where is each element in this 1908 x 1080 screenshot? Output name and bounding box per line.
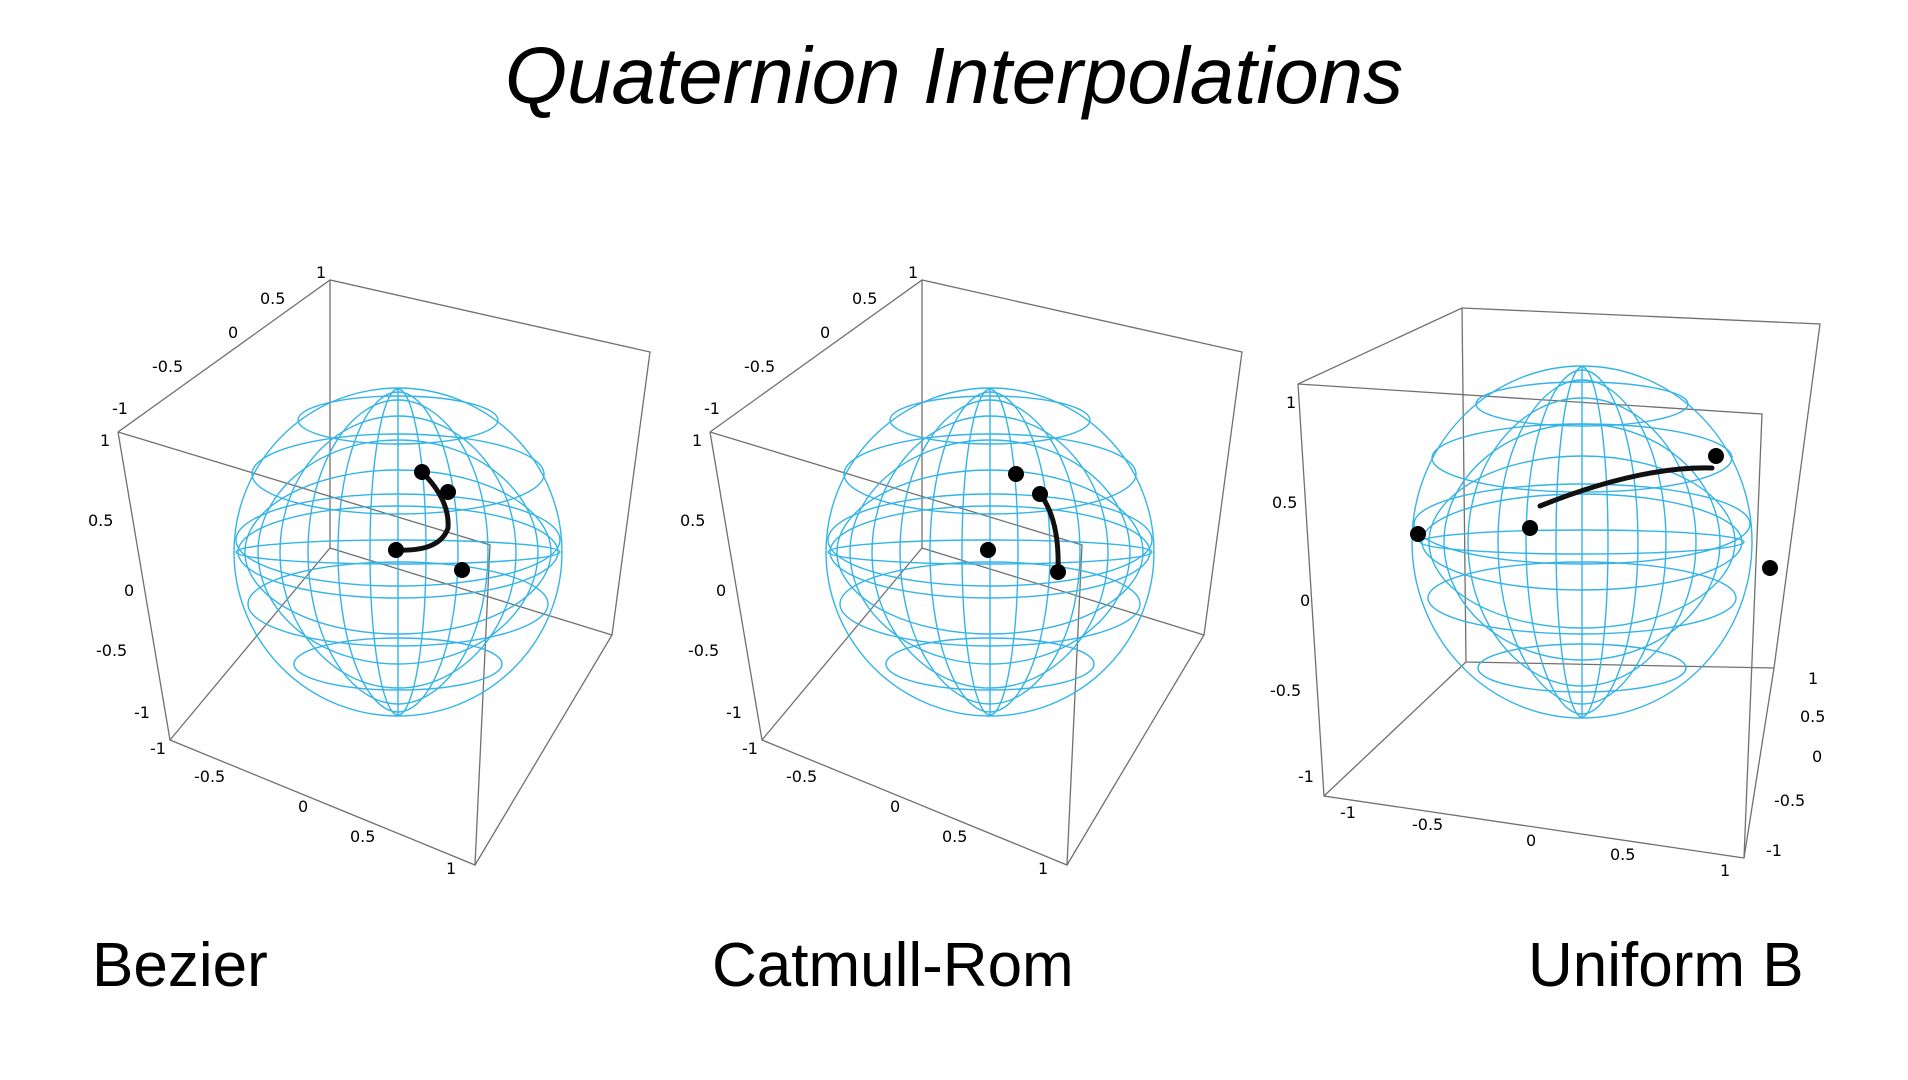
right-tick-label: 0.5 xyxy=(1800,707,1825,726)
bounding-box xyxy=(117,279,651,866)
bottom-tick-label: 1 xyxy=(1038,859,1048,878)
back-tick-label: -0.5 xyxy=(152,357,183,376)
left-tick-label: 1 xyxy=(692,431,702,450)
bottom-tick-label: -0.5 xyxy=(1412,815,1443,834)
back-tick-label: 1 xyxy=(316,263,326,282)
bottom-tick-label: 0.5 xyxy=(350,827,375,846)
control-point xyxy=(980,542,996,558)
bottom-tick-label: -1 xyxy=(742,739,758,758)
left-tick-label: 0.5 xyxy=(1272,493,1297,512)
left-tick-label: -1 xyxy=(726,703,742,722)
panel-label-uniform-b: Uniform B xyxy=(1528,931,1804,1000)
control-point xyxy=(1032,486,1048,502)
wireframe-sphere xyxy=(233,387,563,717)
tick-labels: 1 0.5 0 -0.5 -1 1 0.5 0 -0.5 -1 -1 -0.5 … xyxy=(680,263,1048,878)
back-tick-label: -0.5 xyxy=(744,357,775,376)
interpolation-curve xyxy=(1537,465,1715,509)
right-tick-label: -0.5 xyxy=(1774,791,1805,810)
wireframe-sphere xyxy=(825,387,1155,717)
bottom-tick-label: 0.5 xyxy=(942,827,967,846)
back-tick-label: -1 xyxy=(112,399,128,418)
bottom-tick-label: 0 xyxy=(1526,831,1536,850)
panel-catmull-rom: 1 0.5 0 -0.5 -1 1 0.5 0 -0.5 -1 -1 -0.5 … xyxy=(680,263,1243,878)
back-tick-label: 0 xyxy=(820,323,830,342)
left-tick-label: 0.5 xyxy=(680,511,705,530)
left-tick-label: -1 xyxy=(134,703,150,722)
interpolation-curve xyxy=(393,469,451,553)
control-point xyxy=(440,484,456,500)
left-tick-label: 1 xyxy=(100,431,110,450)
right-tick-label: 1 xyxy=(1808,669,1818,688)
left-tick-label: -0.5 xyxy=(96,641,127,660)
left-tick-label: -1 xyxy=(1298,767,1314,786)
control-point xyxy=(414,464,430,480)
back-tick-label: 0.5 xyxy=(852,289,877,308)
bounding-box xyxy=(709,279,1243,866)
panel-label-bezier: Bezier xyxy=(92,931,268,1000)
left-tick-label: -0.5 xyxy=(1270,681,1301,700)
back-tick-label: 0.5 xyxy=(260,289,285,308)
back-tick-label: 0 xyxy=(228,323,238,342)
bounding-box xyxy=(1297,307,1821,859)
tick-labels: 1 0.5 0 -0.5 -1 1 0.5 0 -0.5 -1 -1 -0.5 … xyxy=(88,263,456,878)
bottom-tick-label: -0.5 xyxy=(194,767,225,786)
slide-title: Quaternion Interpolations xyxy=(504,31,1404,120)
panel-label-catmull-rom: Catmull-Rom xyxy=(712,931,1074,1000)
bottom-tick-label: 1 xyxy=(1720,861,1730,880)
left-tick-label: 0 xyxy=(1300,591,1310,610)
control-point xyxy=(1008,466,1024,482)
bottom-tick-label: -0.5 xyxy=(786,767,817,786)
panel-bezier: 1 0.5 0 -0.5 -1 1 0.5 0 -0.5 -1 -1 -0.5 … xyxy=(88,263,651,878)
bottom-tick-label: -1 xyxy=(1340,803,1356,822)
tick-labels: 1 0.5 0 -0.5 -1 -1 -0.5 0 0.5 1 1 0.5 0 … xyxy=(1270,393,1825,880)
left-tick-label: 0 xyxy=(124,581,134,600)
wireframe-sphere xyxy=(1411,365,1753,719)
left-tick-label: -0.5 xyxy=(688,641,719,660)
left-tick-label: 0.5 xyxy=(88,511,113,530)
control-point xyxy=(1050,564,1066,580)
control-point xyxy=(1410,526,1426,542)
control-point xyxy=(1522,520,1538,536)
control-point xyxy=(454,562,470,578)
back-tick-label: 1 xyxy=(908,263,918,282)
panel-uniform-b: 1 0.5 0 -0.5 -1 -1 -0.5 0 0.5 1 1 0.5 0 … xyxy=(1270,307,1825,880)
control-point xyxy=(388,542,404,558)
right-tick-label: -1 xyxy=(1766,841,1782,860)
back-tick-label: -1 xyxy=(704,399,720,418)
bottom-tick-label: 0.5 xyxy=(1610,845,1635,864)
control-point xyxy=(1762,560,1778,576)
bottom-tick-label: -1 xyxy=(150,739,166,758)
left-tick-label: 0 xyxy=(716,581,726,600)
bottom-tick-label: 0 xyxy=(890,797,900,816)
right-tick-label: 0 xyxy=(1812,747,1822,766)
left-tick-label: 1 xyxy=(1286,393,1296,412)
bottom-tick-label: 1 xyxy=(446,859,456,878)
bottom-tick-label: 0 xyxy=(298,797,308,816)
control-point xyxy=(1708,448,1724,464)
